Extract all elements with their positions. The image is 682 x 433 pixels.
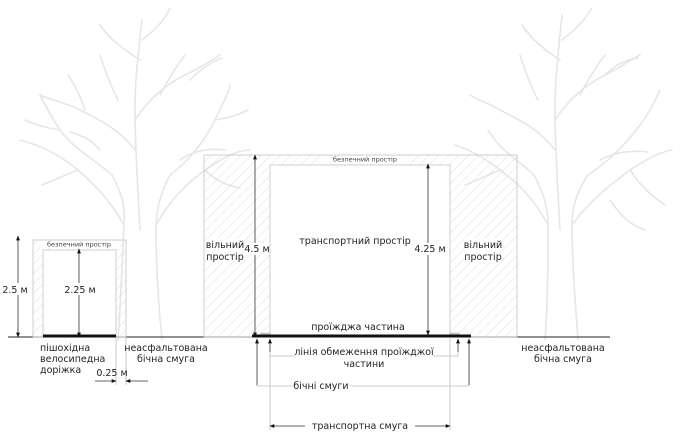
side-strips-label: бічні смуги xyxy=(293,381,348,392)
pedestrian-path-label-line2: велосипедна xyxy=(40,354,105,365)
unpaved-strip-left-line1: неасфальтована xyxy=(124,343,208,354)
unpaved-strip-right-line2: бічна смуга xyxy=(534,354,592,365)
unpaved-strip-right-line1: неасфальтована xyxy=(521,343,605,354)
main-inner-height-label: 4.25 м xyxy=(414,244,445,255)
edge-line-label-line2: частини xyxy=(344,359,385,370)
left-safe-space-label: безпечний простір xyxy=(47,241,111,249)
right-tree-icon xyxy=(454,7,673,341)
main-safe-space-label: безпечний простір xyxy=(333,156,397,164)
traffic-lane-label: транспортна смуга xyxy=(312,421,408,432)
edge-line-label-line1: лінія обмеження проїжджої xyxy=(294,347,434,358)
main-outer-height-label: 4.5 м xyxy=(244,244,269,255)
carriageway-label: проїжджа частина xyxy=(311,322,405,333)
free-space-left-line1: вільний xyxy=(206,240,244,251)
left-outer-height-label: 2.5 м xyxy=(2,285,27,296)
unpaved-strip-left-line2: бічна смуга xyxy=(137,354,195,365)
pedestrian-path-label-line3: доріжка xyxy=(40,365,81,376)
pedestrian-path-label-line1: пішохідна xyxy=(40,343,90,354)
left-tree-icon xyxy=(19,7,251,341)
free-space-right-line1: вільний xyxy=(464,240,502,251)
left-inner-height-label: 2.25 м xyxy=(64,285,95,296)
side-offset-label: 0.25 м xyxy=(96,368,127,379)
free-space-right-line2: простір xyxy=(464,252,501,263)
transport-space-label: транспортний простір xyxy=(299,236,410,247)
free-space-left-line2: простір xyxy=(206,252,243,263)
